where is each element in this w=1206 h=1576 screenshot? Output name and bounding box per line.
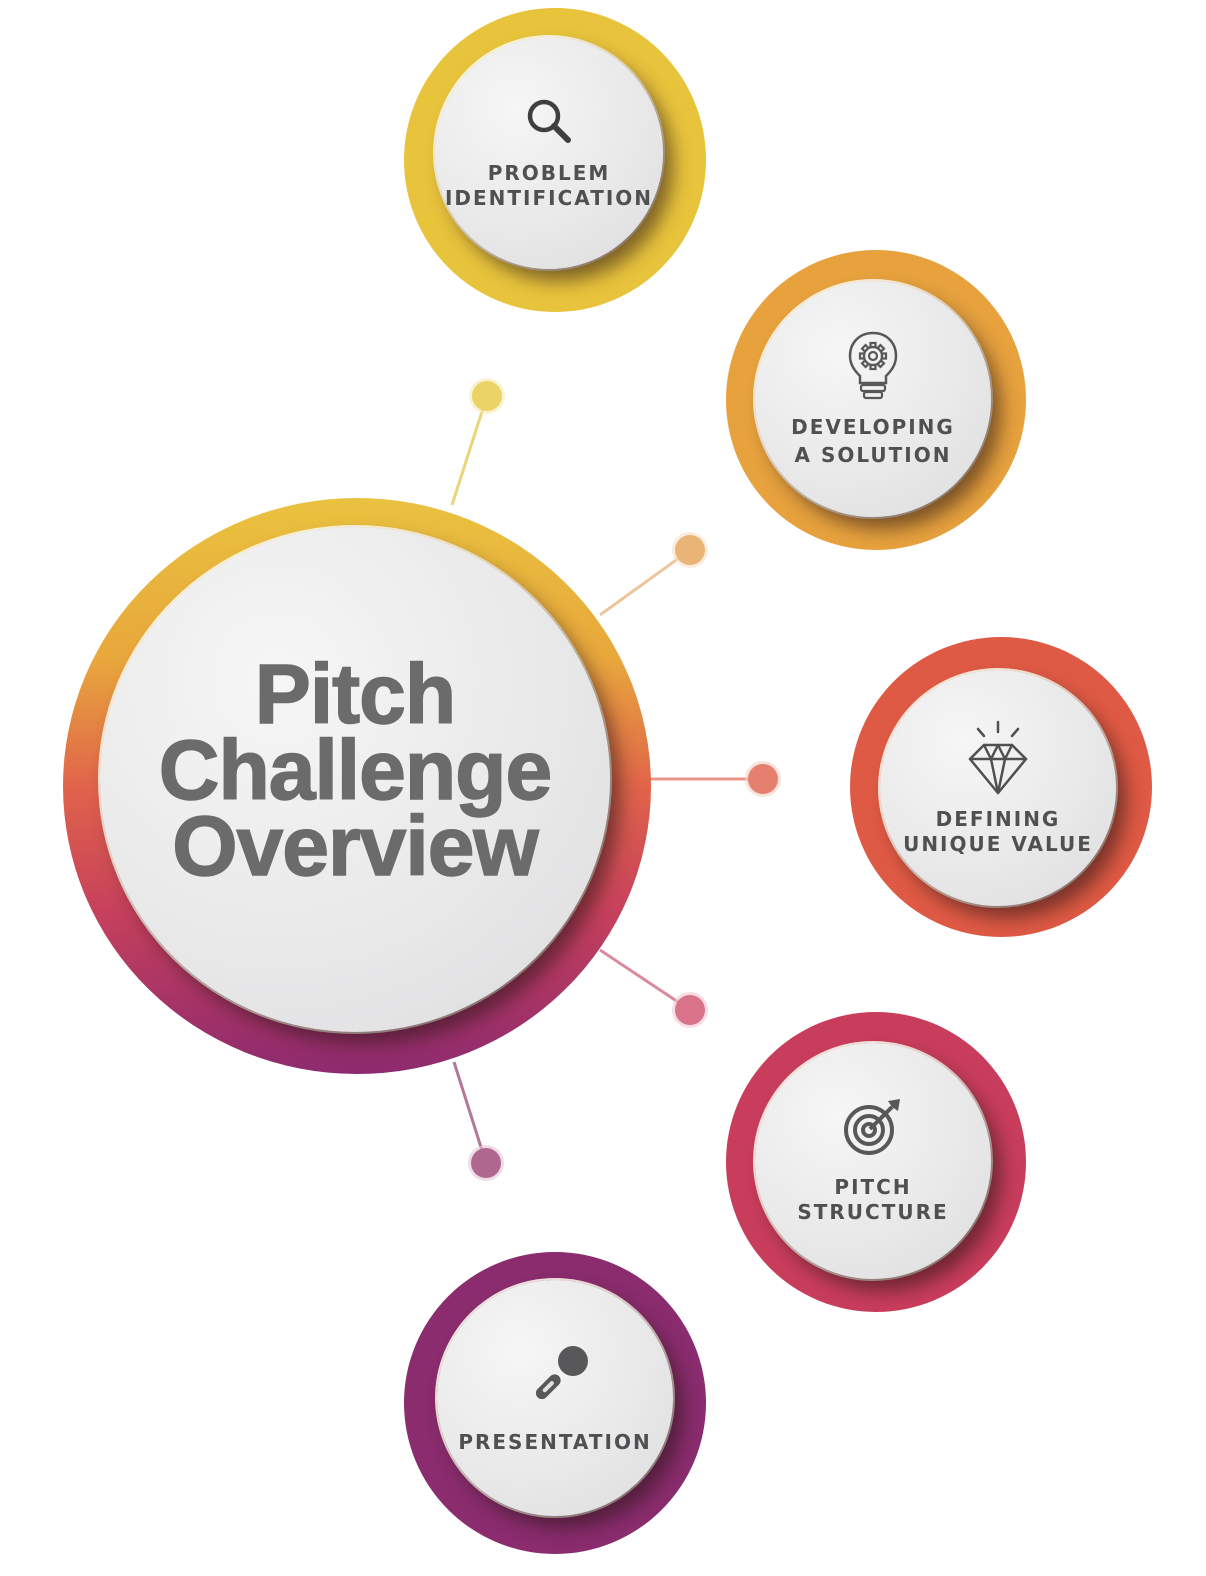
node-label-line-1: PROBLEM bbox=[487, 161, 611, 185]
connector-dot bbox=[748, 764, 778, 794]
search-icon bbox=[527, 99, 571, 143]
connector-problem-identification bbox=[450, 378, 505, 506]
connector-developing-a-solution bbox=[599, 532, 708, 617]
node-label-line-1: PITCH bbox=[834, 1175, 912, 1199]
node-label: PROBLEM IDENTIFICATION bbox=[445, 161, 653, 211]
main-circle: Pitch Challenge Overview bbox=[100, 527, 610, 1032]
node-label-line-2: STRUCTURE bbox=[797, 1200, 949, 1224]
node-pitch-structure: PITCH STRUCTURE bbox=[755, 1043, 991, 1279]
diamond-icon bbox=[968, 720, 1028, 795]
node-label-line-1: PRESENTATION bbox=[458, 1429, 652, 1454]
target-icon bbox=[844, 1099, 900, 1155]
node-label-line-2: UNIQUE VALUE bbox=[903, 832, 1093, 856]
node-label-line-2: IDENTIFICATION bbox=[444, 186, 654, 210]
node-presentation: PRESENTATION bbox=[437, 1280, 673, 1516]
connector-dot bbox=[675, 535, 705, 565]
main-title-line-1: Pitch bbox=[254, 646, 457, 741]
node-label: PITCH STRUCTURE bbox=[797, 1175, 948, 1225]
main-title-line-2: Challenge bbox=[158, 722, 553, 817]
connector-pitch-structure bbox=[599, 948, 708, 1028]
node-label-line-2: A SOLUTION bbox=[794, 443, 952, 467]
node-label: DEFINING UNIQUE VALUE bbox=[903, 807, 1093, 857]
node-label-line-1: DEVELOPING bbox=[791, 415, 955, 439]
microphone-icon bbox=[535, 1345, 588, 1399]
lightbulb-gear-icon bbox=[848, 331, 898, 400]
main-title-line-3: Overview bbox=[171, 798, 539, 893]
connector-presentation bbox=[452, 1061, 504, 1181]
node-developing-a-solution: DEVELOPING A SOLUTION bbox=[755, 281, 991, 517]
connector-dot bbox=[471, 1148, 501, 1178]
node-label-line-1: DEFINING bbox=[935, 807, 1061, 831]
connector-dot bbox=[472, 381, 502, 411]
main-title: Pitch Challenge Overview bbox=[158, 646, 553, 893]
node-label: PRESENTATION bbox=[458, 1430, 651, 1455]
node-defining-unique-value: DEFINING UNIQUE VALUE bbox=[880, 670, 1116, 906]
connector-dot bbox=[675, 995, 705, 1025]
connector-defining-unique-value bbox=[648, 761, 781, 797]
node-problem-identification: PROBLEM IDENTIFICATION bbox=[435, 37, 663, 269]
node-label: DEVELOPING A SOLUTION bbox=[791, 413, 955, 469]
